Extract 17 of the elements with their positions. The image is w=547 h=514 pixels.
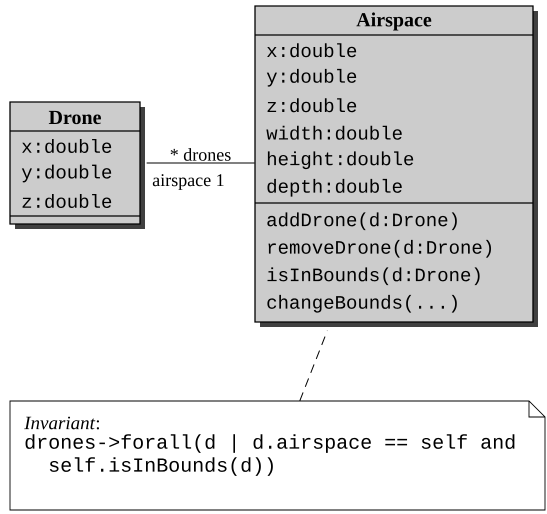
edge-label: * drones — [170, 148, 231, 161]
attribute: z:double — [268, 98, 356, 112]
operation: removeDrone(d:Drone) — [268, 240, 491, 258]
operation: changeBounds(...) — [267, 294, 457, 313]
operation: addDrone(d:Drone) — [267, 212, 457, 230]
attribute: x:double — [267, 43, 356, 58]
note-heading: Invariant: — [24, 416, 100, 430]
invariant-text: drones->forall(d | d.airspace == self and self.isInBounds(d)) — [26, 434, 514, 476]
attribute: height:double — [268, 151, 414, 170]
attribute: y:double — [266, 68, 356, 87]
attribute: width:double — [266, 126, 402, 140]
association-line — [299, 330, 328, 402]
multiplicity-label: airspace 1 — [151, 173, 226, 191]
association-line — [146, 162, 255, 164]
class-name: Airspace — [356, 12, 432, 31]
attribute: depth:double — [268, 178, 402, 197]
operation: isInBounds(d:Drone) — [268, 267, 480, 286]
